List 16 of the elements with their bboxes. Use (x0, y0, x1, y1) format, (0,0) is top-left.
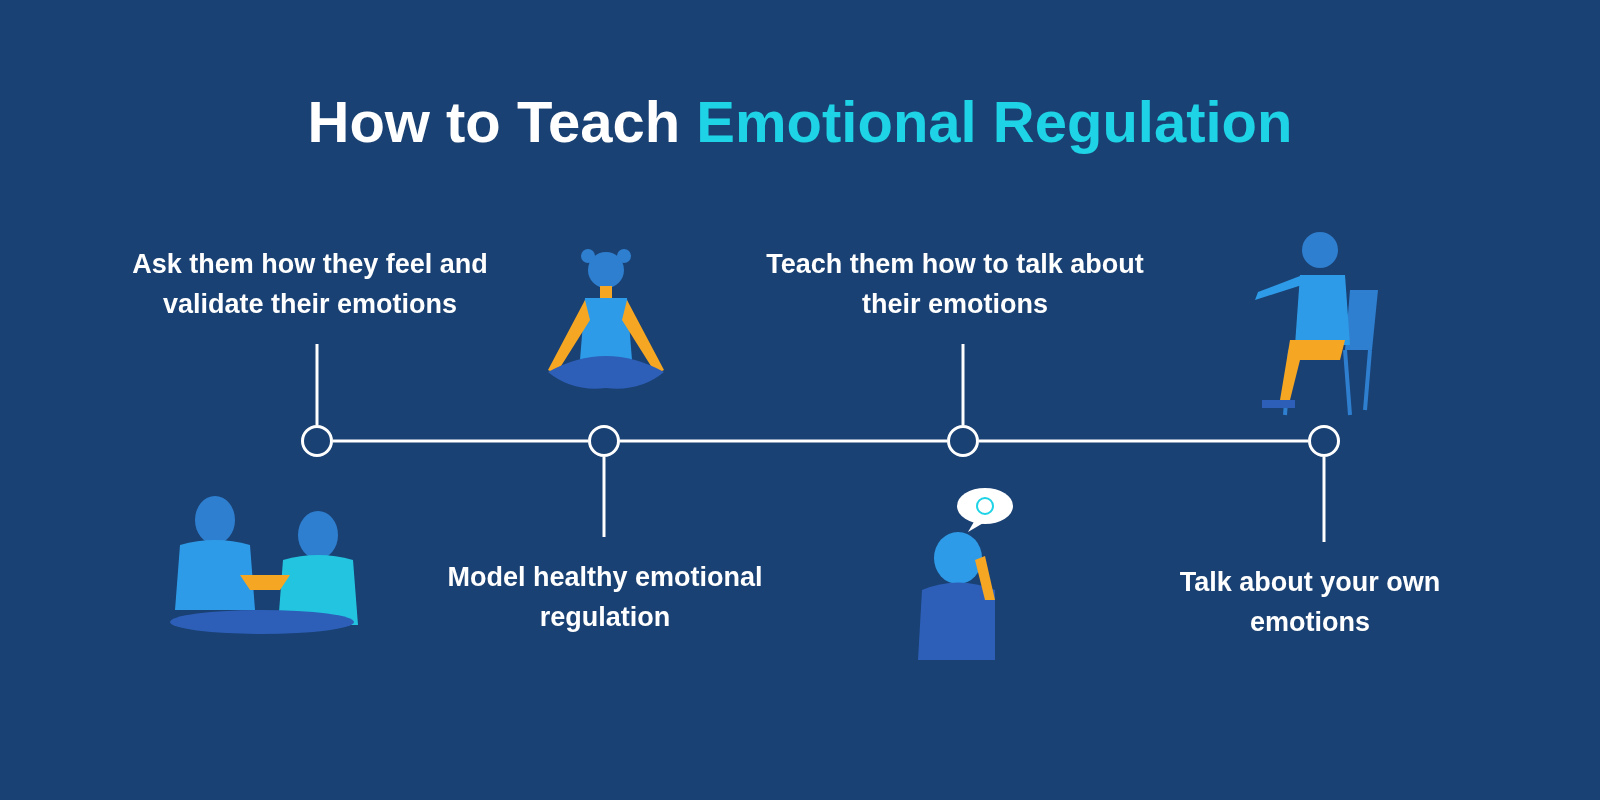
step-text: Model healthy emotional regulation (420, 557, 790, 637)
step-text: Teach them how to talk about their emotions (740, 244, 1170, 324)
timeline-circle (301, 425, 333, 457)
timeline-line (333, 439, 588, 443)
leader-line (1322, 457, 1326, 542)
leader-line (961, 344, 965, 425)
timeline-line (620, 439, 947, 443)
title: How to Teach Emotional Regulation (306, 88, 1294, 155)
timeline-circle (947, 425, 979, 457)
step-text: Talk about your own emotions (1120, 562, 1500, 642)
leader-line (602, 457, 606, 537)
timeline-circle (1308, 425, 1340, 457)
leader-line (315, 344, 319, 425)
timeline-line (979, 439, 1308, 443)
step-text: Ask them how they feel and validate their emotions (80, 244, 540, 324)
timeline-circle (588, 425, 620, 457)
